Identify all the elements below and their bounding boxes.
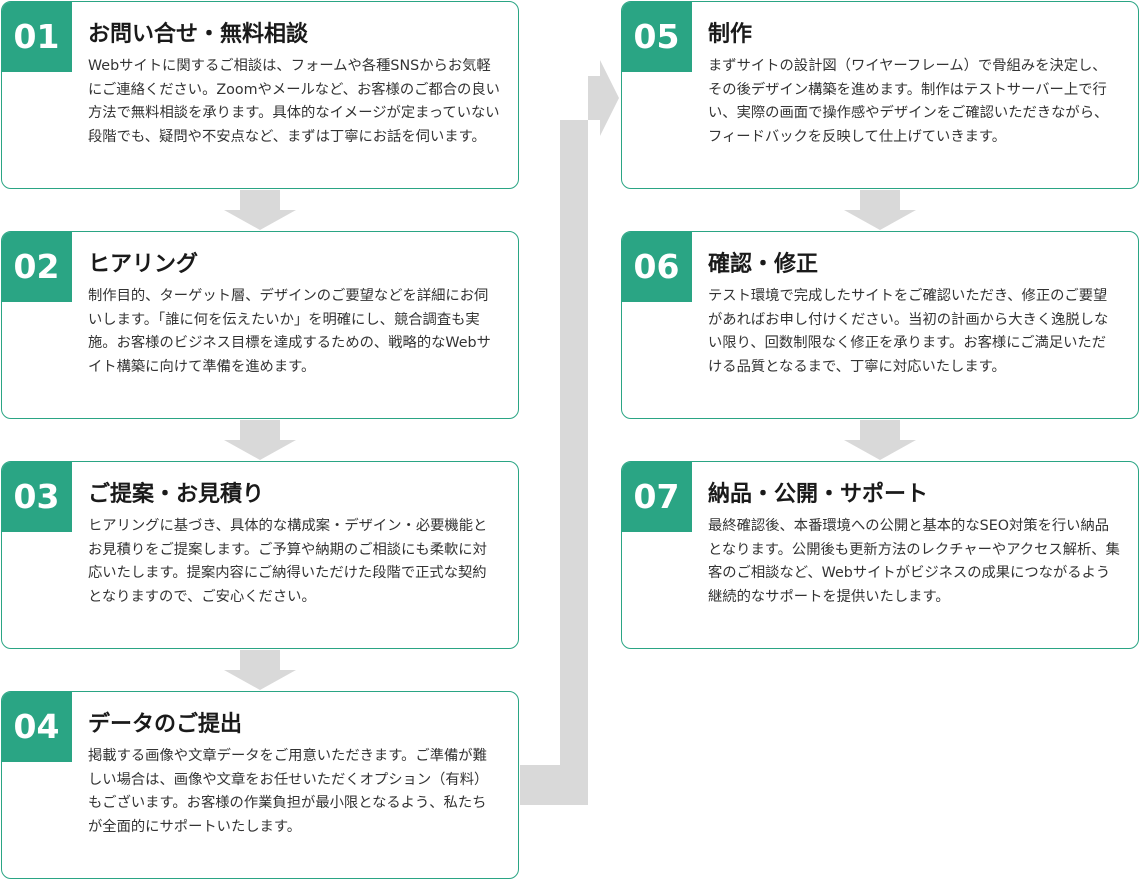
step-description: テスト環境で完成したサイトをご確認いただき、修正のご要望があればお申し付けくださ…: [708, 288, 1109, 375]
down-arrow-icon: [844, 420, 916, 460]
step-title: ご提案・お見積り: [88, 482, 265, 507]
step-title: データのご提出: [88, 712, 243, 737]
step-card-07: 07 納品・公開・サポート 最終確認後、本番環境への公開と基本的なSEO対策を行…: [621, 461, 1139, 649]
step-card-01: 01 お問い合せ・無料相談 Webサイトに関するご相談は、フォームや各種SNSか…: [1, 1, 519, 189]
step-number-badge: 02: [2, 232, 72, 302]
step-card-02: 02 ヒアリング 制作目的、ターゲット層、デザインのご要望などを詳細にお伺いしま…: [1, 231, 519, 419]
step-number-badge: 03: [2, 462, 72, 532]
step-card-04: 04 データのご提出 掲載する画像や文章データをご用意いただきます。ご準備が難し…: [1, 691, 519, 879]
step-title: 確認・修正: [708, 252, 819, 277]
step-number-badge: 07: [622, 462, 692, 532]
step-description: ヒアリングに基づき、具体的な構成案・デザイン・必要機能とお見積りをご提案します。…: [88, 518, 488, 605]
step-number-badge: 05: [622, 2, 692, 72]
down-arrow-icon: [844, 190, 916, 230]
down-arrow-icon: [224, 650, 296, 690]
step-description: 制作目的、ターゲット層、デザインのご要望などを詳細にお伺いします。「誰に何を伝え…: [88, 288, 491, 375]
step-description: 最終確認後、本番環境への公開と基本的なSEO対策を行い納品となります。公開後も更…: [708, 518, 1120, 605]
step-description: Webサイトに関するご相談は、フォームや各種SNSからお気軽にご連絡ください。Z…: [88, 58, 500, 145]
down-arrow-icon: [224, 190, 296, 230]
step-description: 掲載する画像や文章データをご用意いただきます。ご準備が難しい場合は、画像や文章を…: [88, 748, 489, 835]
step-number-badge: 01: [2, 2, 72, 72]
step-title: ヒアリング: [88, 252, 199, 277]
step-title: お問い合せ・無料相談: [88, 22, 309, 47]
step-card-05: 05 制作 まずサイトの設計図（ワイヤーフレーム）で骨組みを決定し、その後デザイ…: [621, 1, 1139, 189]
step-card-03: 03 ご提案・お見積り ヒアリングに基づき、具体的な構成案・デザイン・必要機能と…: [1, 461, 519, 649]
step-description: まずサイトの設計図（ワイヤーフレーム）で骨組みを決定し、その後デザイン構築を進め…: [708, 58, 1109, 145]
down-arrow-icon: [224, 420, 296, 460]
connector-arrow-shape: [520, 60, 619, 805]
step-card-06: 06 確認・修正 テスト環境で完成したサイトをご確認いただき、修正のご要望があれ…: [621, 231, 1139, 419]
step-title: 制作: [708, 22, 753, 47]
step-title: 納品・公開・サポート: [708, 482, 929, 507]
step-number-badge: 06: [622, 232, 692, 302]
step-number-badge: 04: [2, 692, 72, 762]
